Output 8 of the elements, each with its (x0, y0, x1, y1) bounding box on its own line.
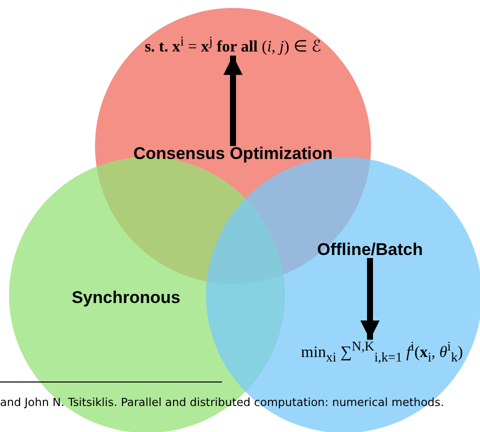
arrow (223, 56, 243, 146)
objective-formula: min$_{xi}$ ∑$^{N,K}$$_{i,k=1}$ f$^{i}$(x$_{i}$, θ$^{i}$$_{k}$) (301, 338, 463, 366)
set-label: Offline/Batch (317, 240, 423, 260)
footnote-text: and John N. Tsitsiklis. Parallel and distributed computation: numerical methods. (0, 396, 444, 409)
set-label: Consensus Optimization (133, 144, 333, 164)
constraint-formula: s. t. x$^{i}$ = x$^{j}$ for all (i, j) ∈ ℰ (144, 33, 322, 57)
set-label: Synchronous (72, 288, 180, 308)
arrow (360, 258, 380, 340)
